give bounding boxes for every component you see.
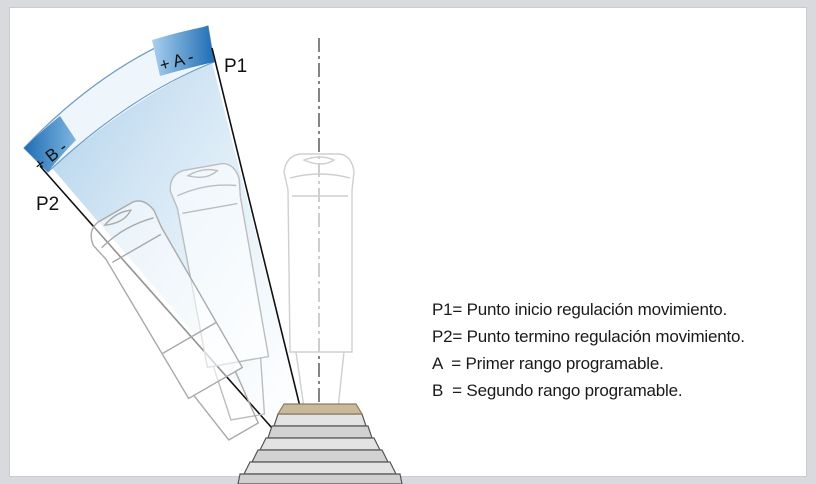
joystick-handle-vertical — [283, 153, 355, 409]
legend-item-a: A = Primer rango programable. — [432, 354, 664, 373]
joystick-handle-mid — [169, 162, 270, 421]
legend: P1= Punto inicio regulación movimiento. … — [432, 296, 745, 404]
legend-item-p1: P1= Punto inicio regulación movimiento. — [432, 300, 728, 319]
legend-item-p2: P2= Punto termino regulación movimiento. — [432, 327, 745, 346]
joystick-bellows — [237, 403, 403, 484]
legend-item-b: B = Segundo rango programable. — [432, 381, 683, 400]
range-b-segment — [24, 116, 76, 172]
label-p1: P1 — [224, 56, 247, 77]
label-p2: P2 — [36, 194, 59, 215]
joystick-handle-tilted — [90, 200, 260, 441]
range-a-segment — [152, 26, 214, 76]
